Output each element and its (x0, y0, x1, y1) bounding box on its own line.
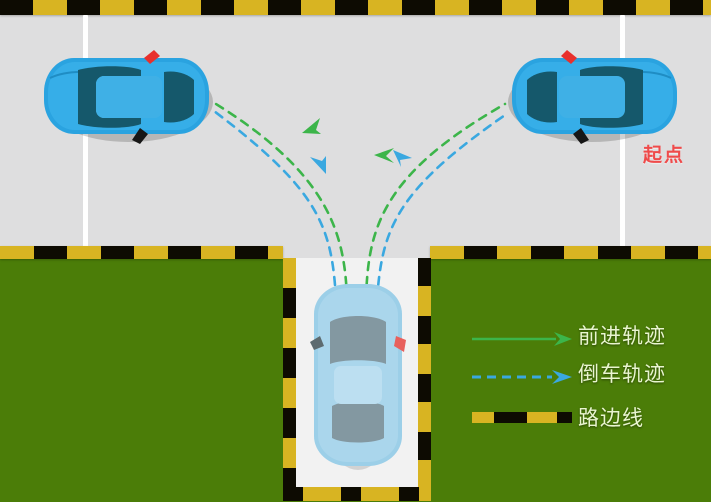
left-forward-path (214, 102, 349, 302)
forward-arrow-icon (472, 332, 572, 346)
right-reverse-arrowhead (393, 150, 412, 167)
curb-stripe-icon (472, 412, 572, 423)
legend-label-curb: 路边线 (578, 407, 644, 430)
left-reverse-arrowhead (310, 156, 326, 174)
curb-line-bay-left (283, 258, 296, 487)
ego-car (308, 278, 408, 473)
right-forward-path (364, 102, 507, 302)
curb-line-bay-right (418, 258, 431, 487)
legend-label-forward: 前进轨迹 (578, 325, 666, 348)
left-reverse-path (212, 109, 338, 302)
reverse-arrow-icon (472, 370, 572, 384)
right-forward-arrowhead (374, 148, 394, 163)
legend: 前进轨迹 倒车轨迹 路边线 (470, 320, 685, 430)
legend-item-reverse: 倒车轨迹 (470, 362, 685, 392)
left-forward-arrowhead (302, 118, 321, 134)
legend-item-curb: 路边线 (470, 400, 685, 430)
curb-line-bottom-right (430, 246, 711, 259)
curb-line-top (0, 0, 711, 15)
start-point-label: 起点 (643, 145, 686, 166)
right-car (503, 48, 685, 146)
legend-label-reverse: 倒车轨迹 (578, 363, 666, 386)
curb-line-bottom-left (0, 246, 283, 259)
grass-area-left (0, 258, 283, 502)
grass-area-right (430, 258, 711, 502)
right-reverse-path (375, 111, 510, 302)
curb-line-bay-bottom (283, 487, 431, 501)
left-car (36, 48, 218, 146)
legend-item-forward: 前进轨迹 (470, 324, 685, 354)
